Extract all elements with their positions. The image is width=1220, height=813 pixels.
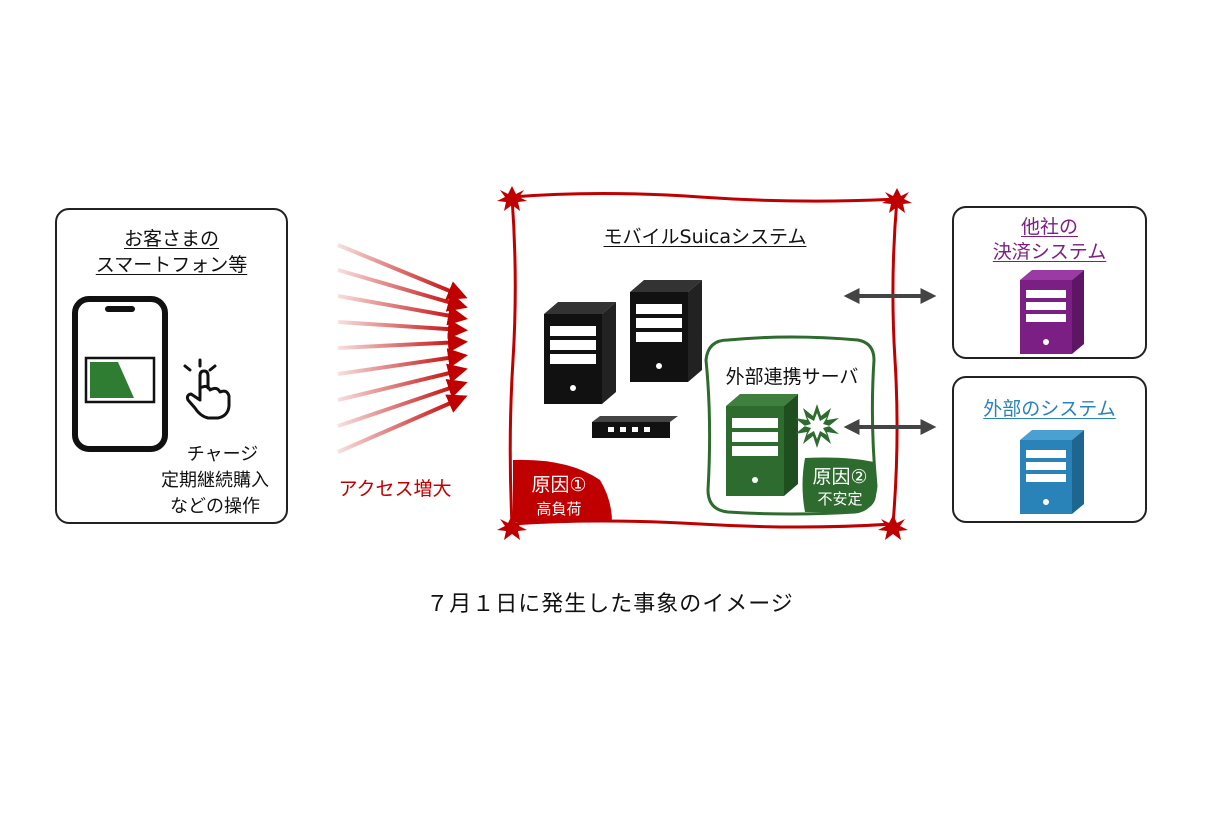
server-icon-2 [630,280,702,382]
cause1-label: 原因① [531,474,587,496]
external-server-title: 外部連携サーバ [725,366,859,388]
access-increase-label: アクセス増大 [338,478,452,500]
smartphone-icon [72,296,168,452]
green-server-icon [726,394,798,496]
network-switch-icon [592,416,678,438]
figure-caption: ７月１日に発生した事象のイメージ [426,592,794,617]
server-icon-1 [544,302,616,404]
smartphone-title-line1: お客さまの [123,228,219,250]
burst-icon [795,404,839,448]
caption-line3: などの操作 [170,496,260,517]
blue-server-icon [1020,430,1084,514]
tapping-hand-icon [183,358,231,420]
caption-line1: チャージ [186,444,259,465]
smartphone-title-line2: スマートフォン等 [95,254,248,276]
external-system-title: 外部のシステム [983,398,1116,420]
cause1-detail: 高負荷 [536,500,582,518]
caption-line2: 定期継続購入 [161,470,269,491]
other-payment-title-line2: 決済システム [992,241,1107,263]
cause2-label: 原因② [812,466,868,488]
purple-server-icon [1020,270,1084,354]
cause2-detail: 不安定 [817,490,863,508]
other-payment-title-line1: 他社の [1020,216,1078,238]
mobile-suica-title: モバイルSuicaシステム [603,226,807,248]
